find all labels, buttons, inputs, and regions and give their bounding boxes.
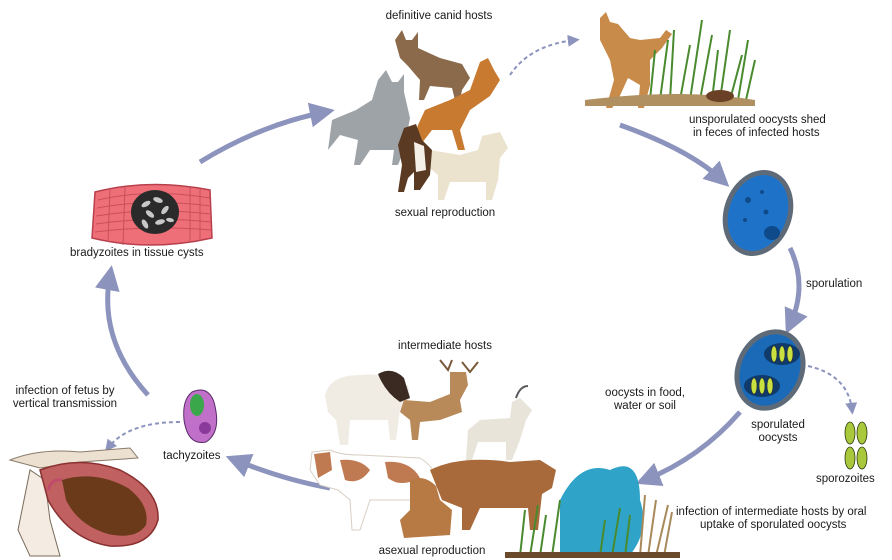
arrow-canids-to-feces [510,40,575,75]
intermediate-hosts-illustration [310,360,556,538]
sporozoites-icon [845,422,867,469]
label-sporozoites: sporozoites [816,472,875,486]
label-oocysts-env-2: water or soil [580,399,710,413]
label-unsporulated-2: in feces of infected hosts [693,126,820,140]
arrow-tachyzoites-to-muscle [108,275,148,395]
label-fetus-1: infection of fetus by [2,384,128,398]
label-definitive-hosts: definitive canid hosts [379,9,499,23]
label-fetus-2: vertical transmission [2,397,128,411]
label-sexual-reproduction: sexual reproduction [385,206,505,220]
label-infection-1: infection of intermediate hosts by oral [676,505,867,519]
arrow-oocyst-to-sporozoites [808,366,852,410]
arrow-sporulation [790,248,799,325]
arrow-muscle-to-canids [200,112,325,162]
label-oocysts-env-1: oocysts in food, [580,386,710,400]
label-sporulation: sporulation [806,277,862,291]
label-tachyzoites: tachyzoites [163,449,221,463]
fetus-in-uterus-illustration [10,448,158,556]
label-intermediate-hosts: intermediate hosts [385,339,505,353]
label-sporulated-2: oocysts [738,431,818,445]
label-infection-2: uptake of sporulated oocysts [700,518,846,532]
label-bradyzoites: bradyzoites in tissue cysts [70,246,204,260]
label-unsporulated-1: unsporulated oocysts shed [689,113,826,127]
dingo-feces-illustration [585,12,755,108]
label-asexual-reproduction: asexual reproduction [367,544,497,558]
muscle-tissue-cyst-icon [92,184,212,245]
tachyzoite-icon [184,390,217,443]
canid-hosts-illustration [328,30,508,200]
arrow-oocyst-to-intermediate [645,412,740,480]
label-sporulated-1: sporulated [738,418,818,432]
sporulated-oocyst-icon [721,318,818,423]
arrow-tachyzoites-to-fetus [108,422,180,448]
